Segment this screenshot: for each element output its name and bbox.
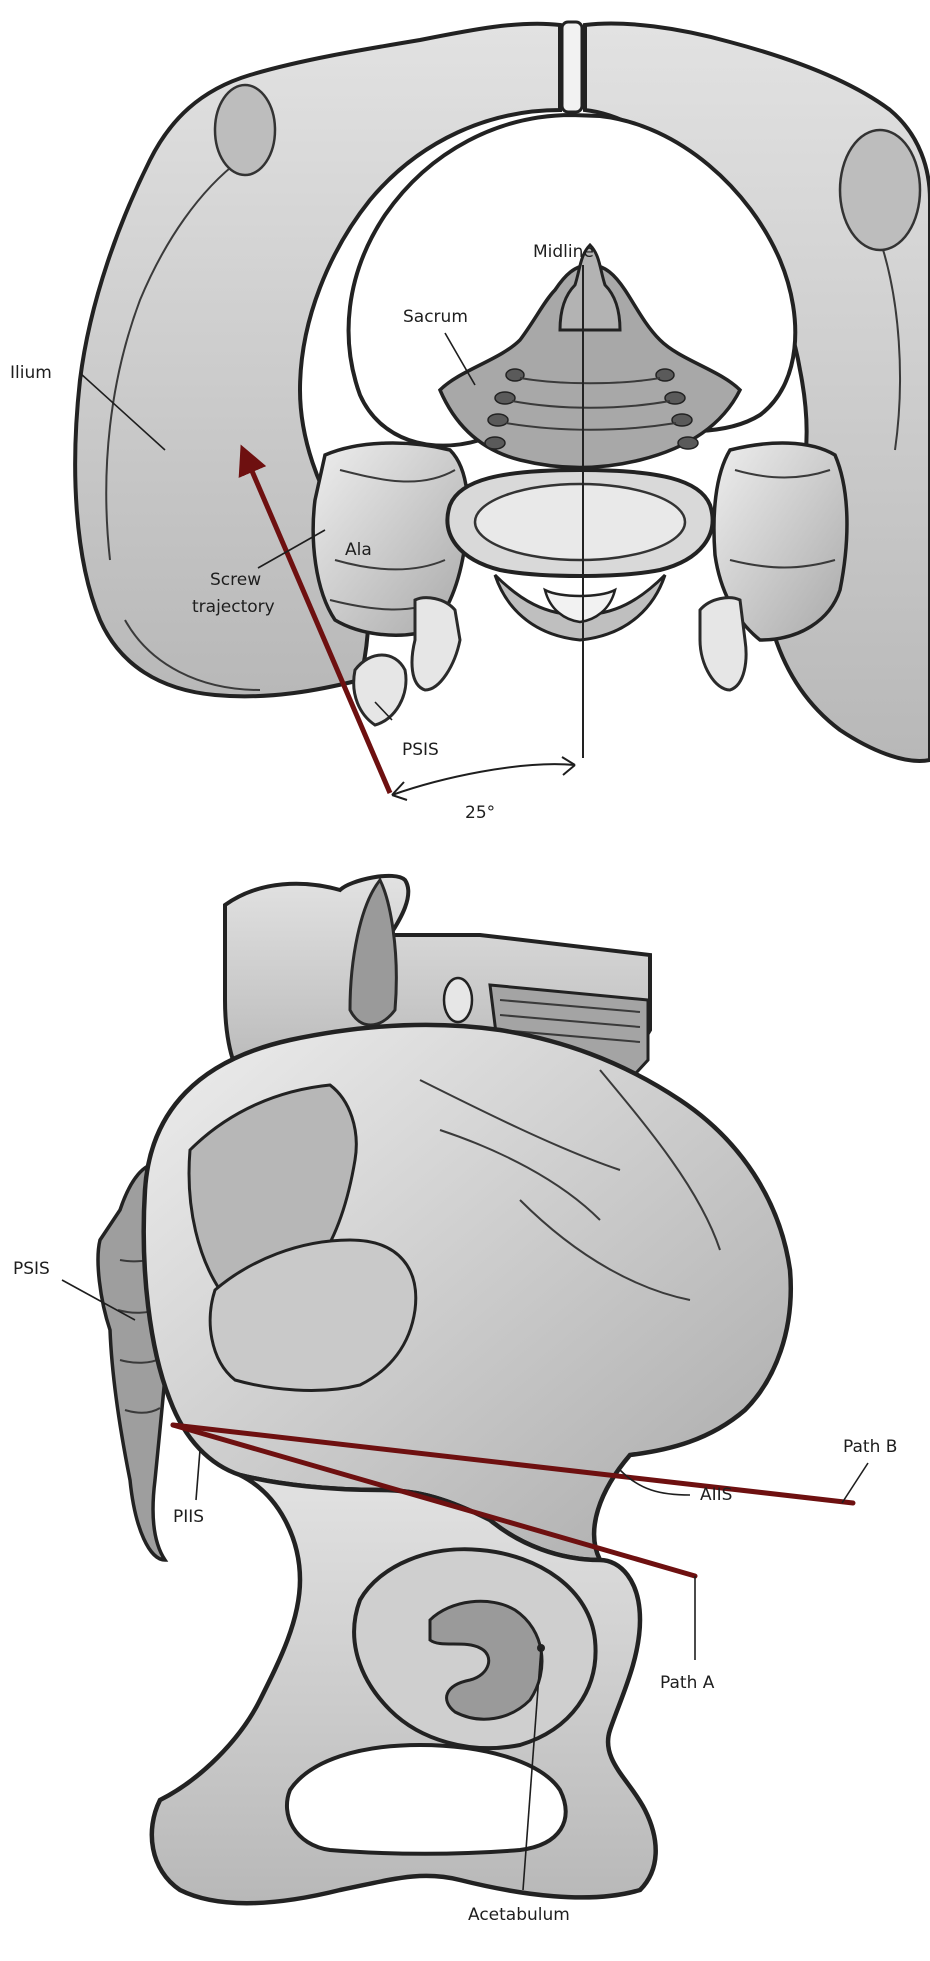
top-figure: Midline Sacrum Ilium Ala Screw trajector… <box>10 22 930 823</box>
label-piis: PIIS <box>173 1507 204 1527</box>
right-facet <box>700 598 746 690</box>
vertebral-endplate <box>475 484 685 560</box>
angle-arc-arrow-right <box>562 757 575 775</box>
label-psis-top: PSIS <box>402 740 439 760</box>
pubic-symphysis <box>562 22 582 112</box>
right-iliac-tubercle <box>840 130 920 250</box>
obturator-foramen <box>287 1745 566 1854</box>
bottom-figure: PSIS PIIS Path B AIIS Path A Acetabulum <box>13 876 897 1925</box>
label-path-b: Path B <box>843 1437 897 1457</box>
left-psis-knob <box>354 655 406 725</box>
label-screw: Screw <box>210 570 261 590</box>
label-path-a: Path A <box>660 1673 715 1693</box>
piis-leader <box>196 1450 200 1500</box>
label-aiis: AIIS <box>700 1485 732 1505</box>
left-facet <box>412 598 460 690</box>
label-sacrum: Sacrum <box>403 307 468 327</box>
left-iliac-tubercle <box>215 85 275 175</box>
label-acetabulum: Acetabulum <box>468 1905 570 1925</box>
label-trajectory: trajectory <box>192 597 275 617</box>
path-b-leader <box>842 1463 868 1503</box>
pedicle <box>444 978 472 1022</box>
label-ilium: Ilium <box>10 363 52 383</box>
label-midline: Midline <box>533 242 594 262</box>
angle-arc <box>392 764 575 795</box>
label-angle: 25° <box>465 803 495 823</box>
label-psis-bottom: PSIS <box>13 1259 50 1279</box>
label-ala: Ala <box>345 540 372 560</box>
